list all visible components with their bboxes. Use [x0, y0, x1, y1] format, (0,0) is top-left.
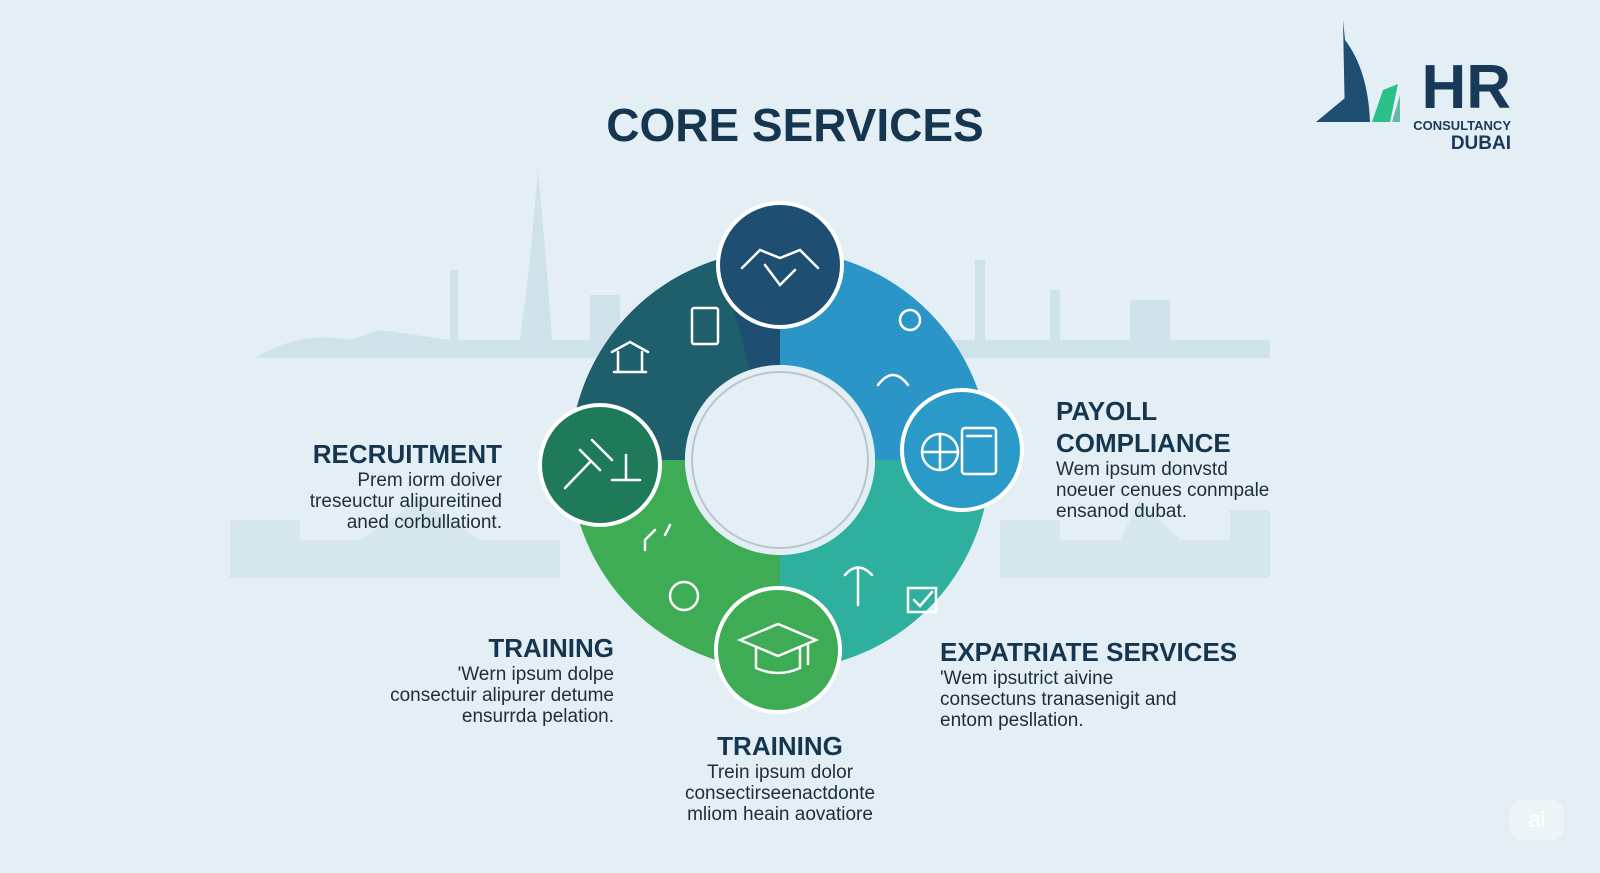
- node-handshake: [716, 201, 844, 329]
- service-title: PAYOLL: [1056, 396, 1158, 426]
- service-desc-line: ensanod dubat.: [1056, 501, 1188, 522]
- document-icon: [690, 306, 720, 346]
- services-wheel: [538, 201, 1024, 714]
- building-icon: [610, 340, 650, 374]
- logo-city: DUBAI: [1450, 133, 1511, 154]
- service-desc-line: entom pesllation.: [940, 710, 1084, 731]
- service-recruitment: RECRUITMENT Prem iorm doiver treseuctur …: [230, 438, 502, 533]
- service-desc-line: consectirseenactdonte: [684, 783, 876, 804]
- service-desc-line: consectuns tranasenigit and: [940, 689, 1177, 710]
- growth-icon: [643, 523, 672, 552]
- map-icon: [668, 580, 700, 612]
- service-desc-line: ensurrda pelation.: [461, 706, 614, 727]
- node-recruitment: [538, 403, 662, 527]
- palm-icon: [843, 566, 874, 607]
- service-desc-line: Trein ipsum dolor: [706, 762, 854, 783]
- service-training-left: TRAINING 'Wern ipsum dolpe consectuir al…: [314, 632, 614, 727]
- service-desc-line: consectuir alipurer detume: [390, 685, 614, 706]
- logo-sub: CONSULTANCY: [1413, 118, 1511, 133]
- logo-burj-al-arab-icon: [1316, 20, 1400, 122]
- service-expatriate: EXPATRIATE SERVICES 'Wem ipsutrict aivin…: [940, 636, 1260, 731]
- service-desc-line: Wem ipsum donvstd: [1056, 459, 1228, 480]
- headset-icon: [876, 373, 910, 387]
- service-title: EXPATRIATE SERVICES: [940, 637, 1238, 667]
- checkbox-icon: [906, 586, 938, 614]
- service-desc-line: 'Wem ipsutrict aivine: [940, 668, 1114, 689]
- service-title: TRAINING: [488, 633, 614, 663]
- service-title: TRAINING: [717, 731, 843, 761]
- service-title-2: COMPLIANCE: [1056, 428, 1231, 458]
- ai-badge: ai: [1510, 800, 1564, 840]
- service-desc-line: Prem iorm doiver: [357, 470, 502, 491]
- service-payroll: PAYOLL COMPLIANCE Wem ipsum donvstd noeu…: [1056, 395, 1356, 522]
- service-desc-line: noeuer cenues conmpale: [1056, 480, 1270, 501]
- logo: HR CONSULTANCY DUBAI: [1405, 53, 1511, 155]
- service-training-bottom: TRAINING Trein ipsum dolor consectirseen…: [630, 730, 930, 825]
- service-desc-line: mliom heain aovatiore: [687, 804, 873, 825]
- gavel-scales-icon: [563, 438, 642, 490]
- service-desc-line: aned corbullationt.: [346, 512, 502, 533]
- handshake-icon: [740, 248, 820, 287]
- service-title: RECRUITMENT: [312, 439, 502, 469]
- city-skyline: [230, 170, 1320, 578]
- globe-calculator-icon: [920, 426, 998, 476]
- gear-icon: [898, 308, 922, 332]
- node-training: [714, 586, 842, 714]
- graduation-cap-icon: [736, 622, 820, 675]
- service-desc-line: treseuctur alipureitined: [309, 491, 502, 512]
- service-desc-line: 'Wern ipsum dolpe: [457, 664, 614, 685]
- page-title: CORE SERVICES: [606, 99, 984, 151]
- logo-main: HR: [1421, 53, 1511, 122]
